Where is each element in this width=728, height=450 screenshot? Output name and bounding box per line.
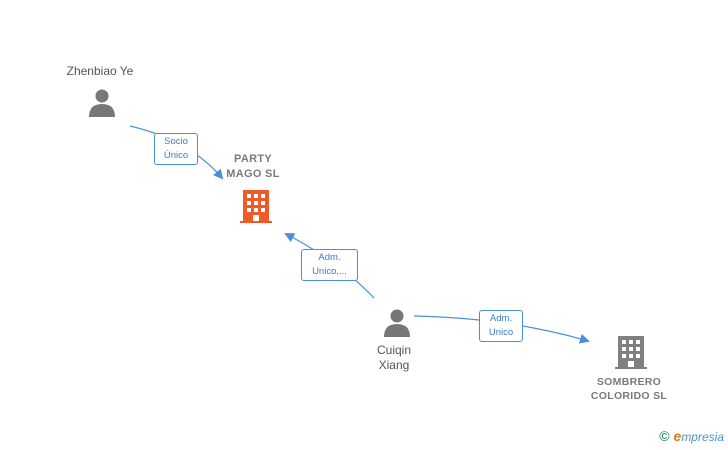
company-name-line2: MAGO SL [226, 168, 280, 180]
edge-label-line2: Unico,... [312, 266, 347, 277]
company-name-line2: COLORIDO SL [590, 390, 668, 402]
company-name-sombrero-colorido[interactable]: SOMBRERO COLORIDO SL [574, 375, 684, 403]
edge-label-socio-unico[interactable]: Socio Único [154, 133, 198, 165]
edge-label-adm-unico-1[interactable]: Adm. Unico,... [301, 249, 358, 281]
person-name-cuiqin[interactable]: Cuiqin Xiang [344, 343, 444, 373]
edge-label-line1: Socio [164, 136, 188, 147]
copyright-icon: © [659, 428, 670, 444]
edge-label-line1: Adm. [318, 252, 341, 263]
edge-label-line2: Único [163, 150, 189, 161]
brand-logo-letter: e [673, 428, 682, 444]
building-icon[interactable] [240, 188, 272, 224]
edge-label-line2: Unico [488, 327, 514, 338]
edge-label-adm-unico-2[interactable]: Adm. Unico [479, 310, 523, 342]
person-icon[interactable] [382, 308, 412, 338]
building-icon[interactable] [615, 334, 647, 370]
brand-logo: empresia [674, 428, 724, 444]
brand-logo-text: mpresia [681, 430, 724, 444]
person-name-line1: Cuiqin [376, 343, 412, 357]
person-name-line2: Xiang [378, 358, 410, 372]
company-name-line1: PARTY [234, 153, 272, 165]
person-name-zhenbiao[interactable]: Zhenbiao Ye [66, 64, 134, 78]
company-name-line1: SOMBRERO [596, 376, 662, 388]
brand-footer: © empresia [659, 428, 724, 444]
person-icon[interactable] [87, 88, 117, 118]
edge-label-line1: Adm. [489, 313, 513, 324]
company-name-party-mago[interactable]: PARTY MAGO SL [203, 152, 303, 182]
